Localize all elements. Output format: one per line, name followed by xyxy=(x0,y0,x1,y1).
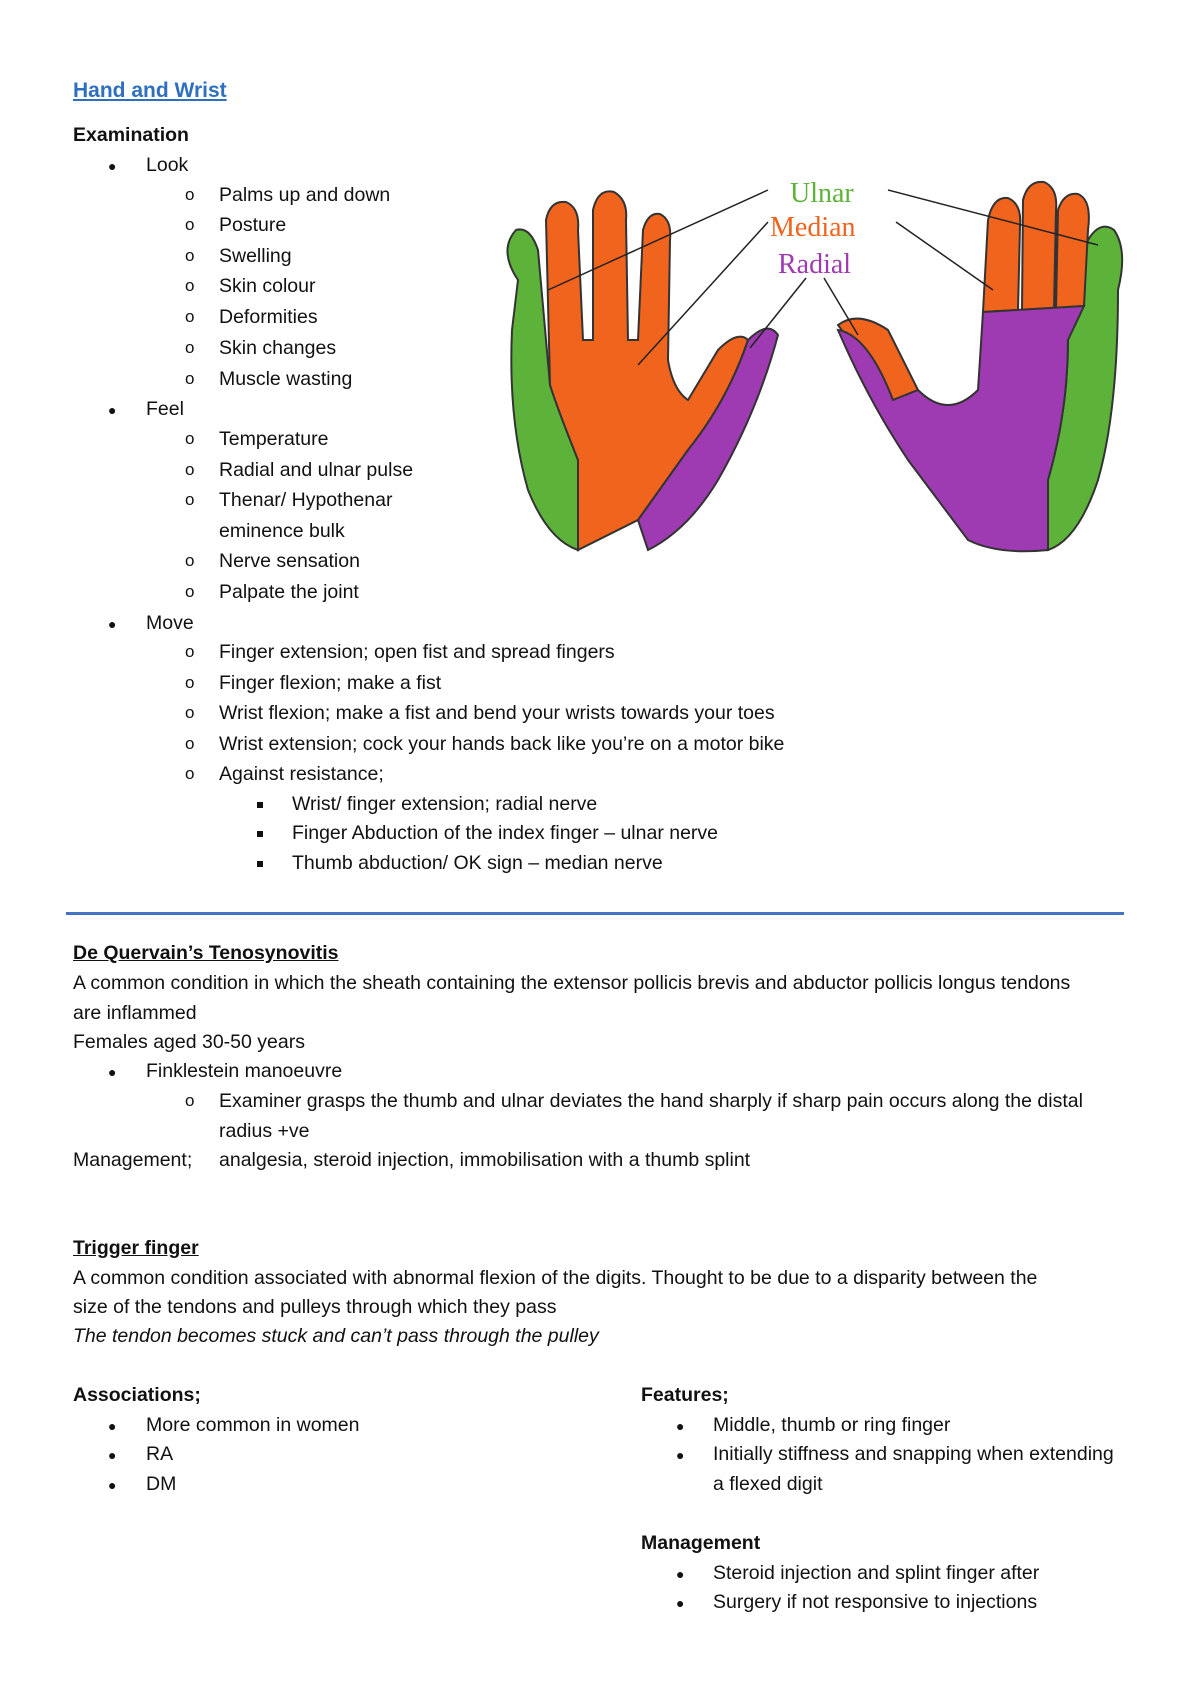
right-hand-radial-region xyxy=(836,304,1086,553)
bullet-icon: ● xyxy=(108,402,117,418)
leader-lines xyxy=(547,189,1099,366)
right-hand-median-region xyxy=(836,180,1090,402)
radial-leader-left xyxy=(749,277,807,349)
circle-bullet-icon: o xyxy=(185,429,195,448)
left-hand-radial-region xyxy=(636,327,780,552)
list-item: Nerve sensation xyxy=(219,550,360,572)
paragraph-line: are inflammed xyxy=(73,1002,197,1024)
bullet-icon: ● xyxy=(108,1418,117,1434)
list-item: Wrist flexion; make a fist and bend your… xyxy=(219,702,775,724)
paragraph-line: size of the tendons and pulleys through … xyxy=(73,1296,557,1318)
paragraph-line: A common condition associated with abnor… xyxy=(73,1267,1038,1289)
bullet-icon: ● xyxy=(108,158,117,174)
list-item: Palms up and down xyxy=(219,184,391,206)
list-item: Middle, thumb or ring finger xyxy=(713,1414,951,1436)
list-item: Finger Abduction of the index finger – u… xyxy=(292,822,719,844)
median-label: Median xyxy=(770,212,856,243)
radial-label: Radial xyxy=(778,249,851,280)
square-bullet-icon xyxy=(257,831,263,837)
circle-bullet-icon: o xyxy=(185,460,195,479)
list-item: Steroid injection and splint finger afte… xyxy=(713,1562,1040,1584)
list-item-move: Move xyxy=(146,612,194,634)
circle-bullet-icon: o xyxy=(185,734,195,753)
ulnar-label: Ulnar xyxy=(790,178,854,209)
list-item: Finger extension; open fist and spread f… xyxy=(219,641,615,663)
circle-bullet-icon: o xyxy=(185,215,195,234)
features-heading: Features; xyxy=(641,1384,729,1406)
management-text: analgesia, steroid injection, immobilisa… xyxy=(219,1149,751,1171)
list-item-continuation: radius +ve xyxy=(219,1120,310,1142)
italic-note: The tendon becomes stuck and can’t pass … xyxy=(73,1325,599,1347)
circle-bullet-icon: o xyxy=(185,642,195,661)
list-item: Examiner grasps the thumb and ulnar devi… xyxy=(219,1090,1083,1112)
ulnar-leader-right xyxy=(887,189,1099,246)
list-item: Wrist extension; cock your hands back li… xyxy=(219,733,785,755)
list-item: Thumb abduction/ OK sign – median nerve xyxy=(292,852,663,874)
circle-bullet-icon: o xyxy=(185,276,195,295)
circle-bullet-icon: o xyxy=(185,307,195,326)
list-item: Deformities xyxy=(219,306,318,328)
circle-bullet-icon: o xyxy=(185,551,195,570)
list-item-continuation: eminence bulk xyxy=(219,520,345,542)
circle-bullet-icon: o xyxy=(185,185,195,204)
median-leader-right xyxy=(895,221,994,291)
circle-bullet-icon: o xyxy=(185,673,195,692)
list-item: More common in women xyxy=(146,1414,360,1436)
list-item: Posture xyxy=(219,214,287,236)
page-title: Hand and Wrist xyxy=(73,79,227,102)
list-item: Swelling xyxy=(219,245,292,267)
list-item: Against resistance; xyxy=(219,763,384,785)
right-hand xyxy=(836,180,1124,553)
ulnar-leader-left xyxy=(547,189,769,291)
left-hand xyxy=(506,190,780,552)
circle-bullet-icon: o xyxy=(185,703,195,722)
list-item: Surgery if not responsive to injections xyxy=(713,1591,1038,1613)
list-item-feel: Feel xyxy=(146,398,184,420)
list-item: Thenar/ Hypothenar xyxy=(219,489,393,511)
circle-bullet-icon: o xyxy=(185,764,195,783)
list-item: Muscle wasting xyxy=(219,368,353,390)
circle-bullet-icon: o xyxy=(185,369,195,388)
trigger-management-heading: Management xyxy=(641,1532,761,1554)
square-bullet-icon xyxy=(257,861,263,867)
management-label: Management; xyxy=(73,1149,193,1171)
section-heading-examination: Examination xyxy=(73,124,189,146)
circle-bullet-icon: o xyxy=(185,490,195,509)
square-bullet-icon xyxy=(257,802,263,808)
list-item: Wrist/ finger extension; radial nerve xyxy=(292,793,598,815)
bullet-icon: ● xyxy=(108,1477,117,1493)
bullet-icon: ● xyxy=(676,1595,685,1611)
list-item: Initially stiffness and snapping when ex… xyxy=(713,1443,1114,1465)
associations-heading: Associations; xyxy=(73,1384,201,1406)
paragraph-line: A common condition in which the sheath c… xyxy=(73,972,1071,994)
circle-bullet-icon: o xyxy=(185,1091,195,1110)
paragraph-line: Females aged 30-50 years xyxy=(73,1031,305,1053)
radial-leader-right xyxy=(823,277,859,336)
list-item: Temperature xyxy=(219,428,329,450)
circle-bullet-icon: o xyxy=(185,582,195,601)
section-heading-trigger: Trigger finger xyxy=(73,1237,199,1259)
median-leader-left xyxy=(637,221,769,366)
list-item: Radial and ulnar pulse xyxy=(219,459,414,481)
bullet-icon: ● xyxy=(676,1447,685,1463)
list-item: Finklestein manoeuvre xyxy=(146,1060,343,1082)
bullet-icon: ● xyxy=(108,616,117,632)
list-item: RA xyxy=(146,1443,174,1465)
bullet-icon: ● xyxy=(676,1566,685,1582)
list-item: Palpate the joint xyxy=(219,581,359,603)
list-item-look: Look xyxy=(146,154,189,176)
circle-bullet-icon: o xyxy=(185,338,195,357)
bullet-icon: ● xyxy=(108,1447,117,1463)
list-item: Skin changes xyxy=(219,337,337,359)
list-item: Finger flexion; make a fist xyxy=(219,672,442,694)
hand-nerve-diagram: Ulnar Median Radial xyxy=(506,178,1124,553)
section-heading-dequervain: De Quervain’s Tenosynovitis xyxy=(73,942,339,964)
list-item: Skin colour xyxy=(219,275,316,297)
circle-bullet-icon: o xyxy=(185,246,195,265)
bullet-icon: ● xyxy=(108,1064,117,1080)
list-item: DM xyxy=(146,1473,177,1495)
list-item-continuation: a flexed digit xyxy=(713,1473,823,1495)
section-divider xyxy=(66,912,1124,915)
bullet-icon: ● xyxy=(676,1418,685,1434)
